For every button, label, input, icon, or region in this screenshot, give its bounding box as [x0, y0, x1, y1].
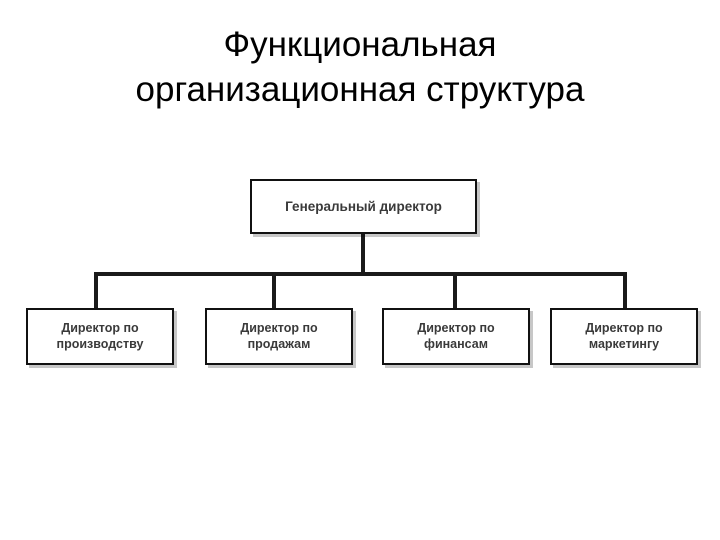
node-ceo-label: Генеральный директор: [285, 199, 442, 214]
connector-drop-finance: [453, 272, 457, 310]
connector-drop-production: [94, 272, 98, 310]
node-finance-label: Директор по финансам: [417, 321, 495, 351]
node-ceo[interactable]: Генеральный директор: [250, 179, 477, 234]
node-finance[interactable]: Директор по финансам: [382, 308, 530, 365]
node-production-label: Директор по производству: [56, 321, 144, 351]
node-sales-label: Директор по продажам: [240, 321, 318, 351]
connector-horizontal-bus: [94, 272, 627, 276]
node-marketing[interactable]: Директор по маркетингу: [550, 308, 698, 365]
node-marketing-label: Директор по маркетингу: [585, 321, 663, 351]
node-production[interactable]: Директор по производству: [26, 308, 174, 365]
node-sales[interactable]: Директор по продажам: [205, 308, 353, 365]
connector-drop-marketing: [623, 272, 627, 310]
connector-drop-sales: [272, 272, 276, 310]
page-title: Функциональная организационная структура: [135, 25, 585, 109]
connector-root-stem: [361, 233, 365, 276]
